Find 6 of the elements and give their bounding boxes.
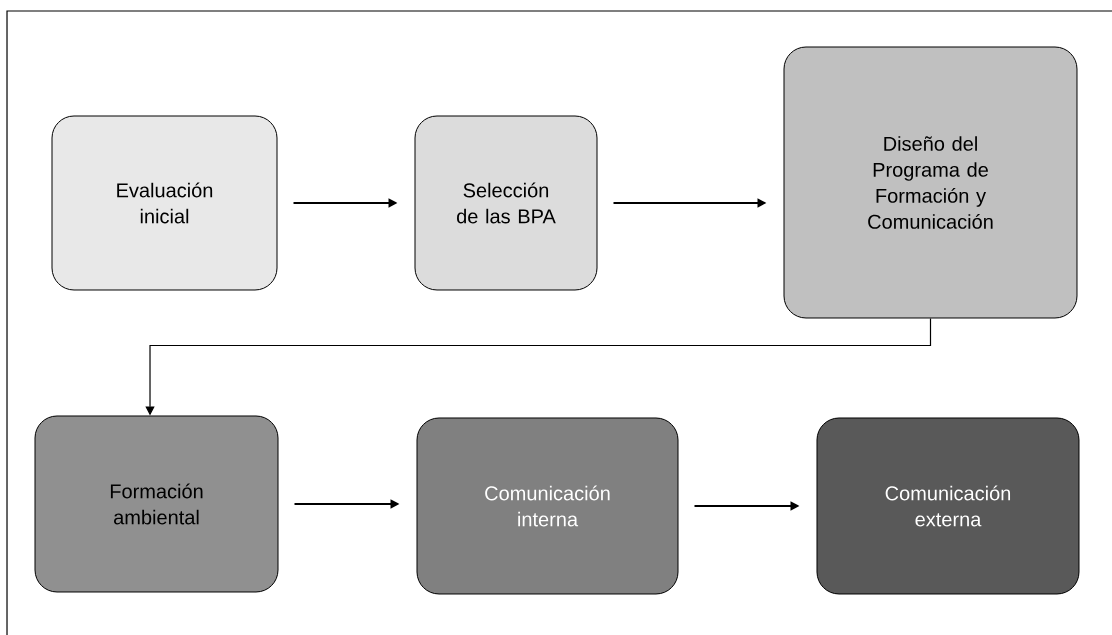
- process-box: Formación ambiental: [34, 415, 279, 593]
- process-box: Diseño del Programa de Formación y Comunicación: [783, 46, 1078, 319]
- process-box: Evaluación inicial: [51, 115, 278, 291]
- process-box: Comunicación externa: [816, 417, 1080, 595]
- process-box: Selección de las BPA: [414, 115, 598, 291]
- process-box: Comunicación interna: [416, 417, 679, 595]
